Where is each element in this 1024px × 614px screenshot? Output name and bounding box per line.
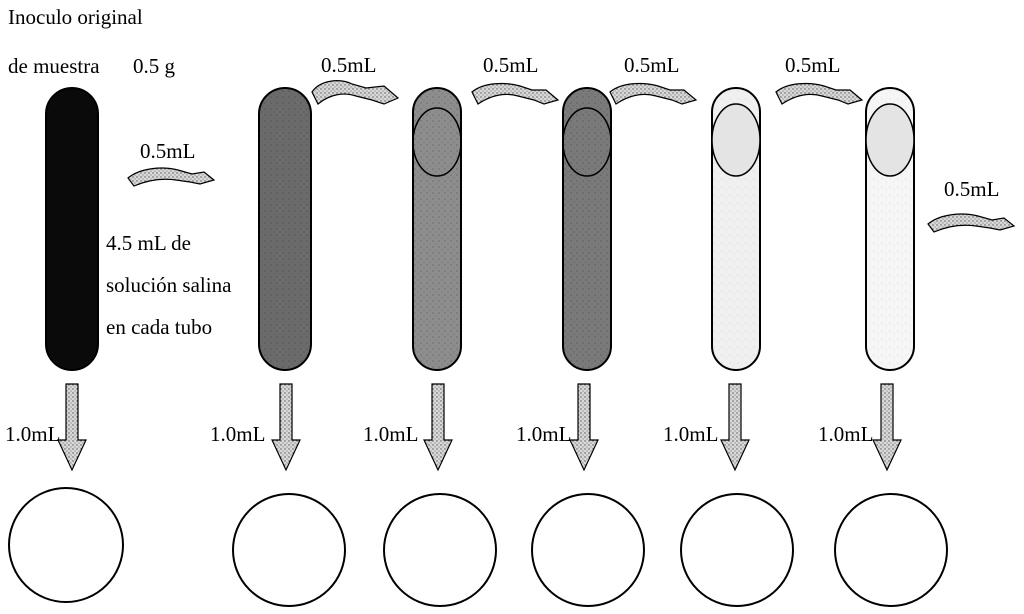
plating-label: 1.0mL	[516, 422, 571, 446]
transfer-label: 0.5mL	[944, 177, 999, 201]
plating-label: 1.0mL	[5, 422, 60, 446]
saline-note-line2: solución salina	[106, 273, 232, 297]
plating-arrow	[721, 384, 749, 470]
header-title-line1: Inoculo original	[8, 5, 143, 29]
transfer-label: 0.5mL	[140, 139, 195, 163]
plating-arrow	[58, 384, 86, 470]
plating-arrow	[873, 384, 901, 470]
transfer-label: 0.5mL	[624, 53, 679, 77]
header-title-line2: de muestra	[8, 54, 100, 78]
plating-arrow	[424, 384, 452, 470]
tube	[563, 88, 611, 370]
tube-meniscus	[712, 104, 760, 176]
transfer-arrow	[928, 214, 1014, 232]
transfer-label: 0.5mL	[483, 53, 538, 77]
plating-label: 1.0mL	[210, 422, 265, 446]
transfer-arrow	[312, 81, 398, 104]
transfer-arrow	[610, 84, 696, 104]
transfer-label: 0.5mL	[321, 53, 376, 77]
plating-label: 1.0mL	[663, 422, 718, 446]
petri-plate	[835, 494, 947, 606]
tube-meniscus	[866, 104, 914, 176]
tube	[712, 88, 760, 370]
tube-body	[46, 88, 98, 370]
tube	[413, 88, 461, 370]
transfer-arrow	[776, 84, 862, 104]
petri-plate	[233, 494, 345, 606]
plating-label: 1.0mL	[818, 422, 873, 446]
saline-note-line3: en cada tubo	[106, 315, 212, 339]
tube	[866, 88, 914, 370]
plating-label: 1.0mL	[363, 422, 418, 446]
tube	[259, 88, 311, 370]
petri-plate	[532, 494, 644, 606]
petri-plate	[9, 488, 123, 602]
plating-arrow	[272, 384, 300, 470]
sample-amount-label: 0.5 g	[133, 54, 176, 78]
tube	[46, 88, 98, 370]
petri-plate	[384, 494, 496, 606]
transfer-arrow	[128, 168, 214, 186]
petri-plate	[681, 494, 793, 606]
transfer-arrow	[472, 84, 558, 104]
plating-arrow	[570, 384, 598, 470]
saline-note-line1: 4.5 mL de	[106, 231, 191, 255]
transfer-label: 0.5mL	[785, 53, 840, 77]
